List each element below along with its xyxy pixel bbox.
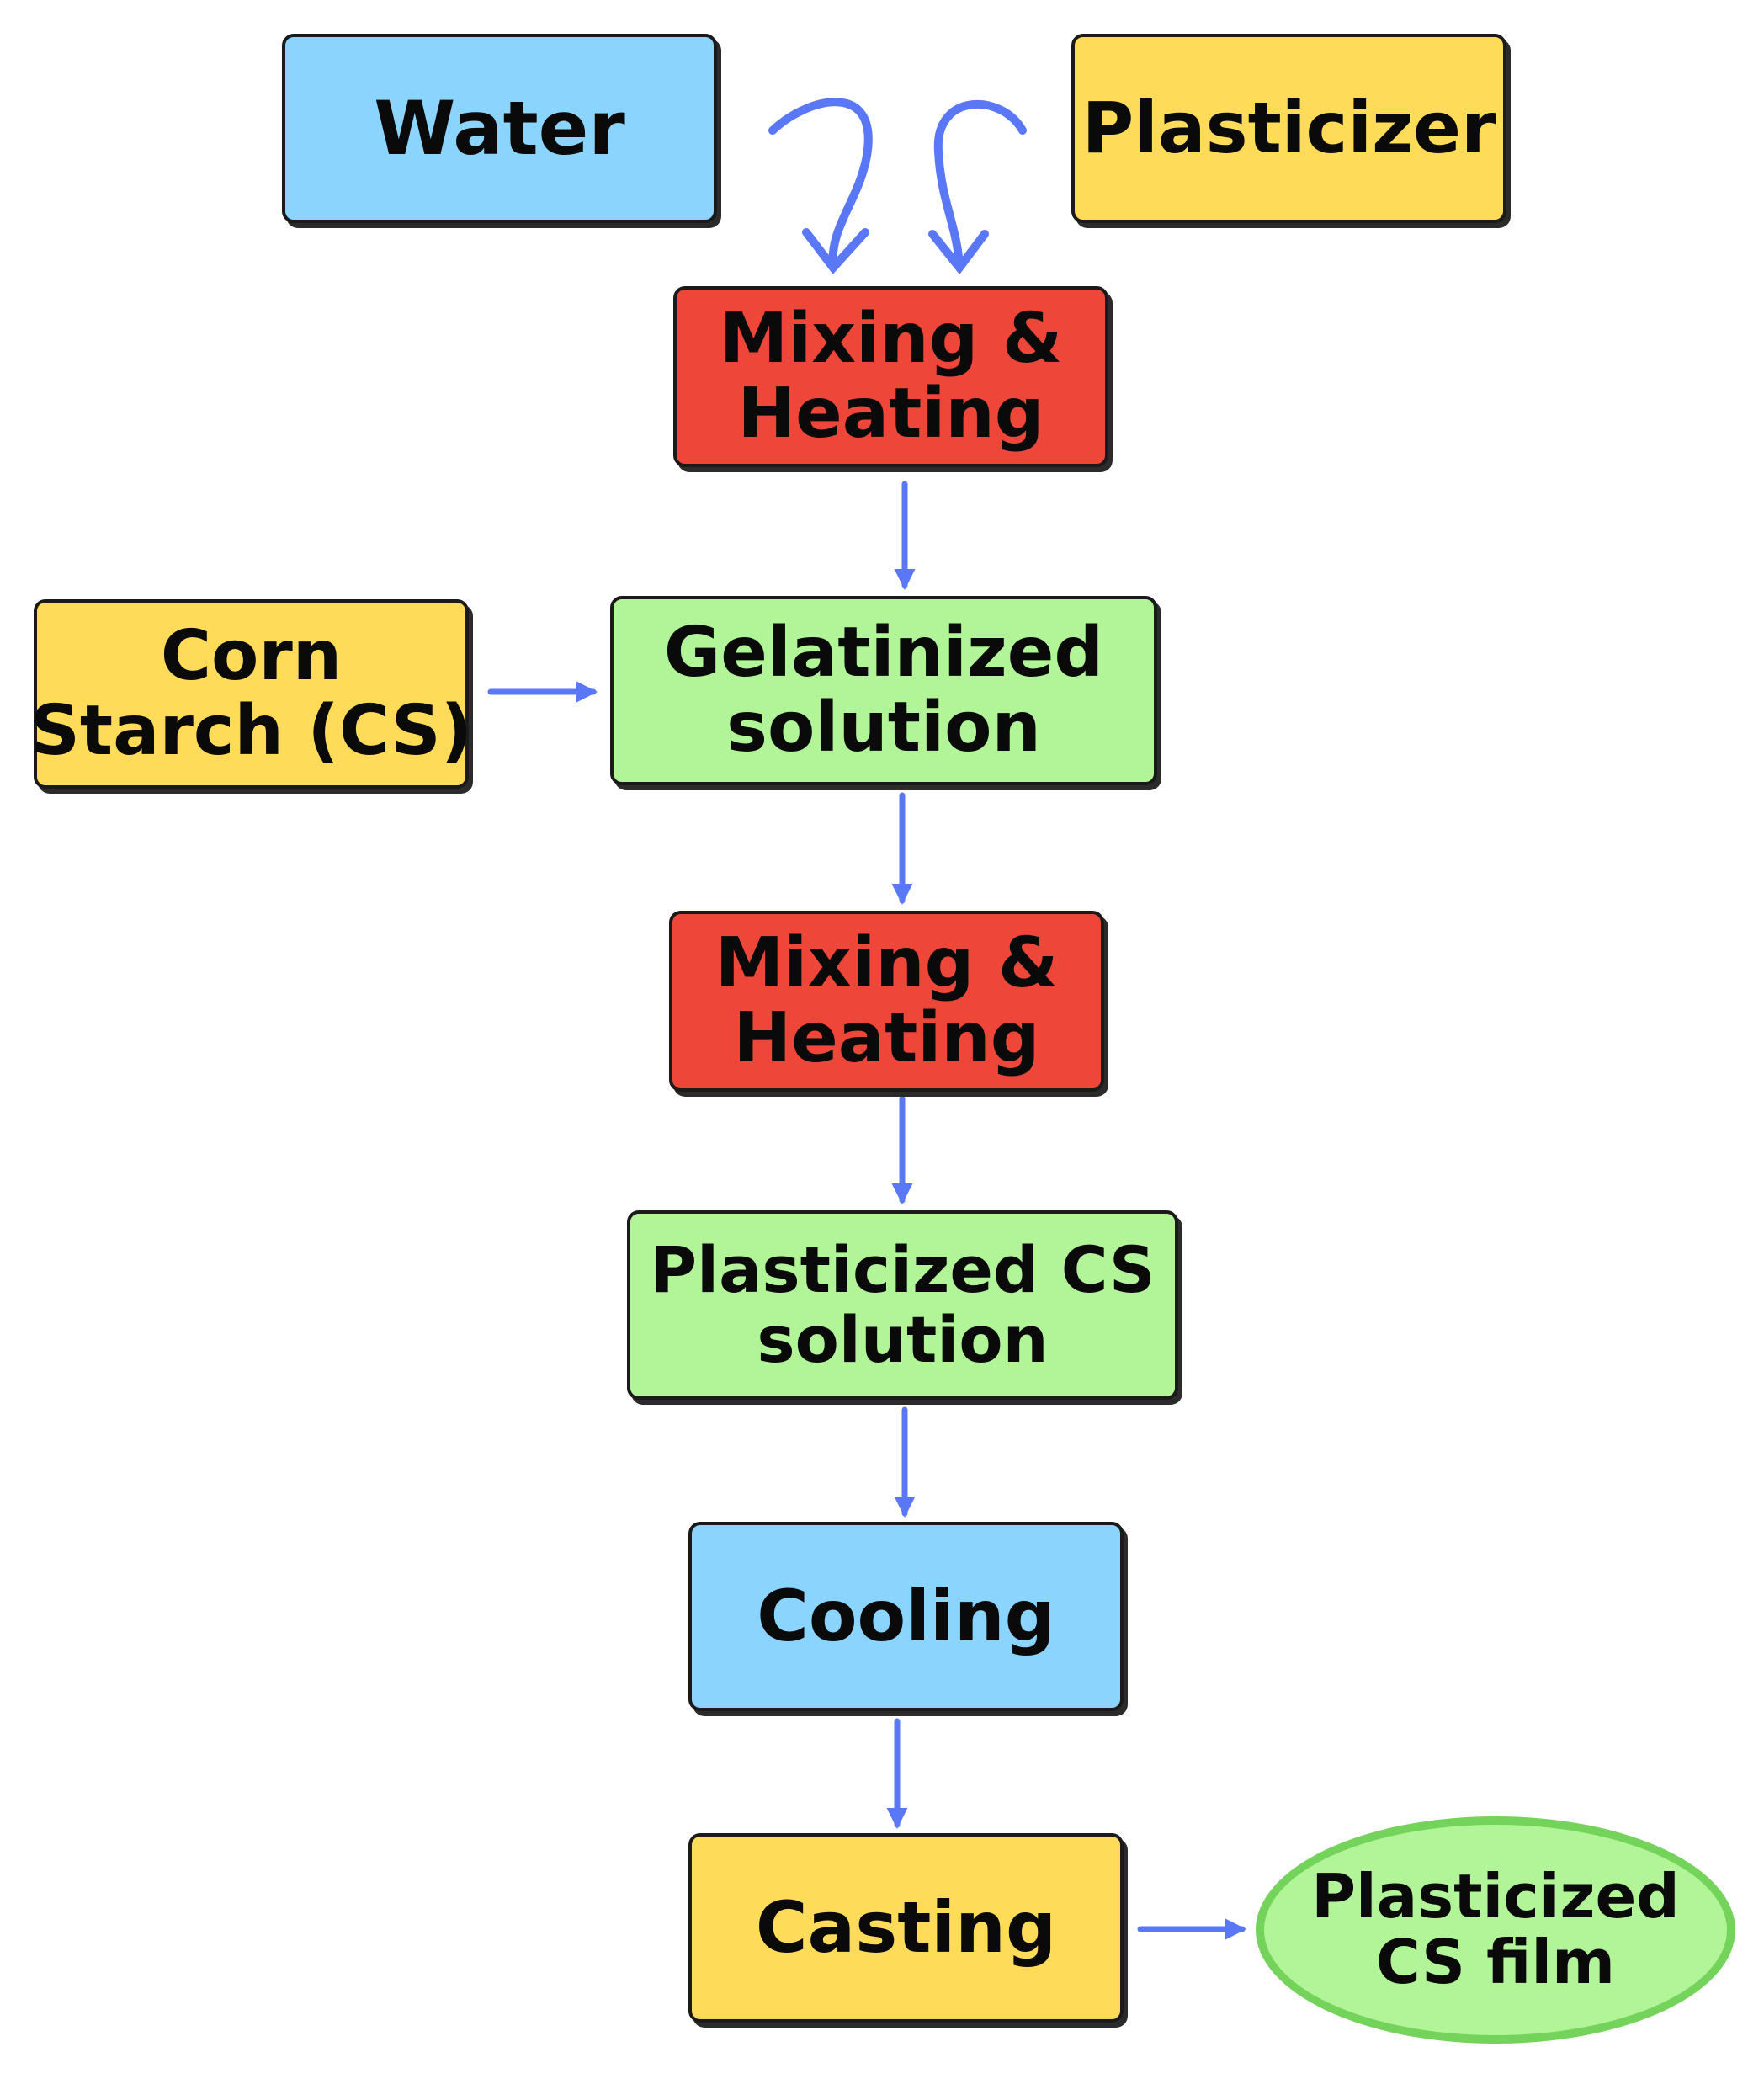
water-label: Water [374,84,625,172]
gelatinized-label: Gelatinized [663,612,1104,693]
plasticizer-to-mixing-arrow [933,99,1027,272]
plasticized-film-oval: Plasticized CS film [1256,1816,1735,2044]
mixing-label-2: Mixing & [715,922,1059,1003]
plasticized-cs-label: Plasticized CS [650,1232,1156,1308]
water-node: Water [282,34,717,223]
mixing-heating-node-2: Mixing & Heating [669,911,1104,1092]
solution-label-1: solution [726,687,1041,768]
mixing-label-1: Mixing & [719,298,1063,379]
casting-label: Casting [755,1886,1057,1970]
water-arrowhead [802,228,869,274]
gelatinized-solution-node: Gelatinized solution [610,596,1157,785]
water-to-mixing-arrow [768,98,873,272]
casting-node: Casting [688,1833,1124,2023]
heating-label-2: Heating [733,997,1040,1078]
starch-cs-label: Starch (CS) [29,690,473,771]
heating-label-1: Heating [737,373,1044,454]
solution-label-2: solution [757,1301,1049,1377]
cs-film-label: CS film [1375,1927,1616,1997]
plasticizer-label: Plasticizer [1081,87,1496,170]
plasticizer-arrowhead [928,230,989,275]
mixing-heating-node-1: Mixing & Heating [673,286,1108,467]
plasticized-label: Plasticized [1311,1861,1680,1932]
corn-starch-node: Corn Starch (CS) [30,599,472,789]
cooling-label: Cooling [757,1575,1055,1658]
corn-label: Corn [160,615,343,696]
cooling-node: Cooling [688,1522,1124,1711]
plasticized-solution-node: Plasticized CS solution [627,1210,1178,1400]
plasticizer-node: Plasticizer [1071,34,1506,223]
